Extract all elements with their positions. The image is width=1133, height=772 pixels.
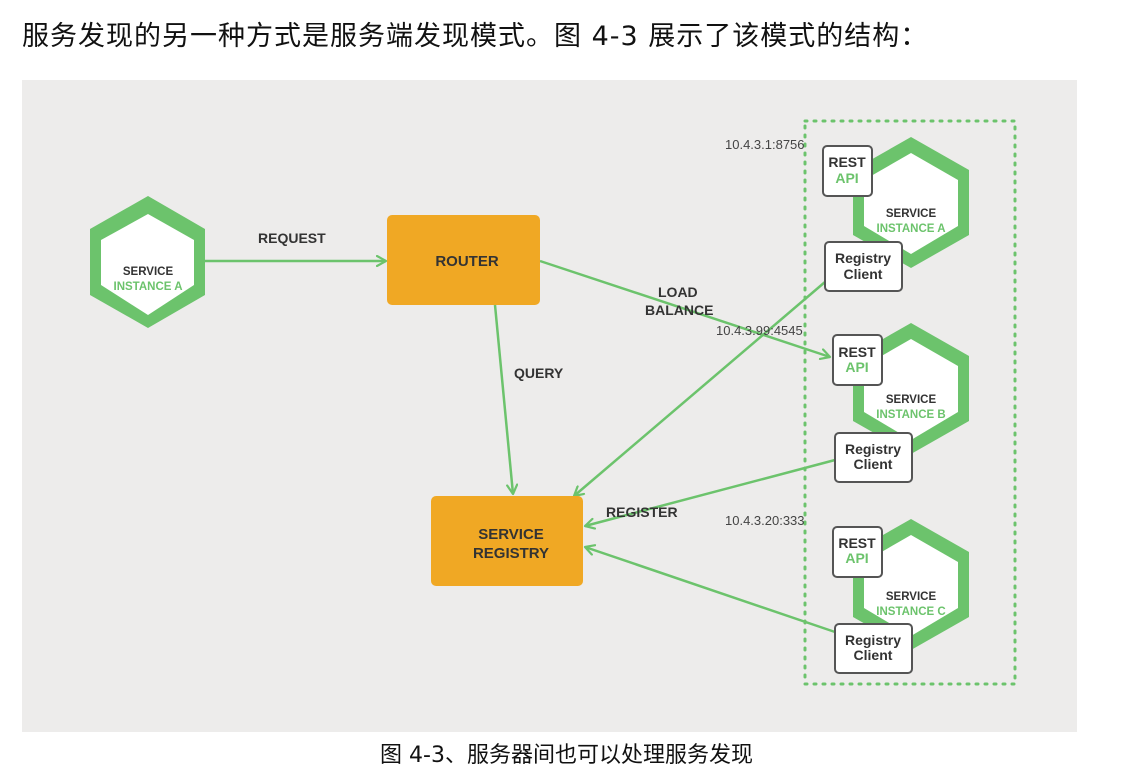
instance-b-ip: 10.4.3.99:4545 [716, 323, 803, 338]
instance-c-rest-box [832, 526, 883, 578]
instance-b-service: SERVICE [886, 394, 937, 406]
label-query: QUERY [514, 365, 564, 381]
label-register: REGISTER [606, 504, 678, 520]
edges [205, 259, 836, 634]
instance-a-rest: REST [828, 154, 866, 170]
service-instance-a: 10.4.3.1:8756 SERVICE INSTANCE A REST AP… [725, 137, 969, 292]
edge-register-b [585, 458, 836, 526]
label-balance: BALANCE [645, 302, 713, 318]
registry-line2: REGISTRY [473, 545, 549, 562]
registry-line1: SERVICE [478, 526, 544, 543]
instance-b-client2: Client [854, 456, 893, 472]
instance-a-registry-client-box [824, 241, 903, 292]
router-box: ROUTER [387, 215, 540, 305]
instance-a-client1: Registry [835, 250, 891, 266]
client-service-hexagon: SERVICE INSTANCE A [90, 196, 205, 328]
instance-c-api: API [845, 550, 868, 566]
instance-a-api: API [835, 170, 858, 186]
label-load: LOAD [658, 284, 698, 300]
instance-c-ip: 10.4.3.20:333 [725, 513, 805, 528]
instance-c-service: SERVICE [886, 591, 937, 603]
instance-a-rest-box [822, 145, 873, 197]
label-request: REQUEST [258, 230, 326, 246]
router-label: ROUTER [435, 253, 499, 270]
instance-c-registry-client-box [834, 623, 913, 674]
service-instance-c: 10.4.3.20:333 SERVICE INSTANCE C REST AP… [725, 513, 969, 674]
instance-c-rest: REST [838, 535, 876, 551]
instance-b-rest: REST [838, 344, 876, 360]
instance-a-service: SERVICE [886, 208, 937, 220]
client-service-line1: SERVICE [123, 266, 174, 278]
instance-b-rest-box [832, 334, 883, 386]
instance-a-name: INSTANCE A [877, 223, 946, 235]
service-instance-b: 10.4.3.99:4545 SERVICE INSTANCE B REST A… [716, 323, 969, 483]
service-registry-box: SERVICE REGISTRY [431, 496, 583, 586]
instance-b-api: API [845, 359, 868, 375]
instance-c-client2: Client [854, 647, 893, 663]
instance-c-name: INSTANCE C [876, 606, 945, 618]
intro-paragraph: 服务发现的另一种方式是服务端发现模式。图 4-3 展示了该模式的结构： [22, 21, 929, 52]
instance-c-client1: Registry [845, 632, 901, 648]
instance-a-ip: 10.4.3.1:8756 [725, 137, 805, 152]
client-service-line2: INSTANCE A [114, 281, 183, 293]
figure-caption: 图 4-3、服务器间也可以处理服务发现 [380, 743, 753, 768]
edge-register-a [574, 281, 826, 496]
instance-b-registry-client-box [834, 432, 913, 483]
edge-register-c [585, 547, 836, 634]
edge-query [493, 304, 513, 494]
instance-b-client1: Registry [845, 441, 901, 457]
edge-load-balance [539, 259, 830, 357]
instance-b-name: INSTANCE B [876, 409, 945, 421]
instance-a-client2: Client [844, 266, 883, 282]
